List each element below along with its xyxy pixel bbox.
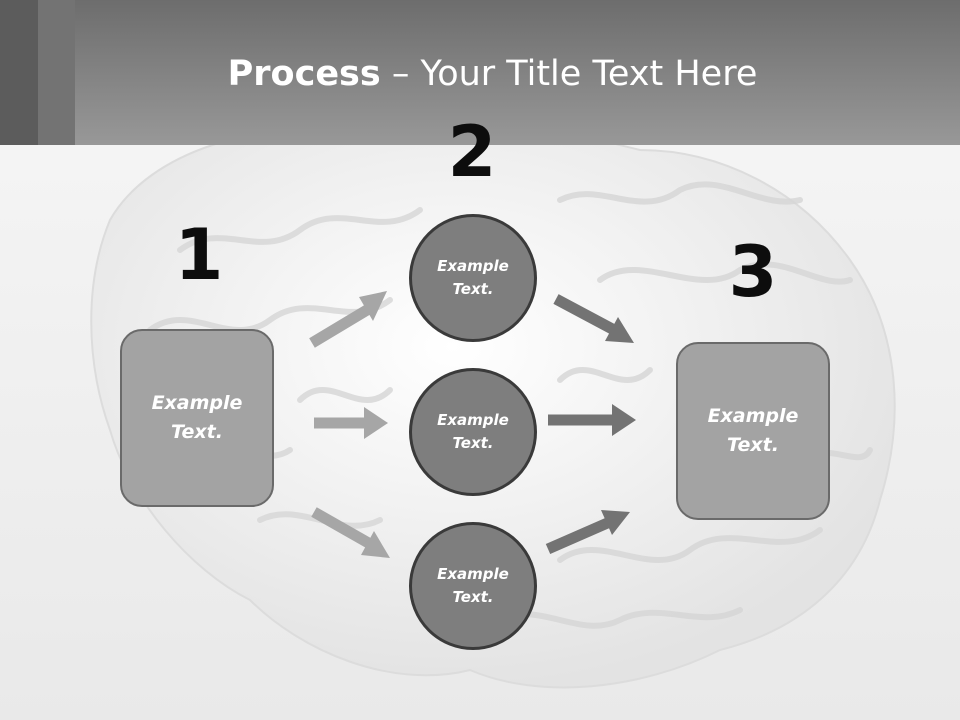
circle-middle-text: Example Text. <box>437 411 509 452</box>
arrow-bottom-to-right <box>545 510 630 555</box>
right-box-text: Example Text. <box>707 405 799 456</box>
arrow-left-to-bottom <box>311 507 390 558</box>
header-bar: Process – Your Title Text Here <box>0 0 960 145</box>
arrow-middle-to-right <box>548 404 636 436</box>
right-process-box: Example Text. <box>676 342 830 520</box>
step-number-3: 3 <box>728 231 778 313</box>
circle-bottom-text: Example Text. <box>437 565 509 606</box>
arrow-left-to-middle <box>314 407 388 439</box>
page-title: Process – Your Title Text Here <box>75 50 910 98</box>
circle-bottom: Example Text. <box>409 522 537 650</box>
left-box-text: Example Text. <box>151 392 243 443</box>
arrow-left-to-top <box>309 291 387 348</box>
arrow-top-to-right <box>553 294 634 343</box>
header-accent-strip-mid <box>38 0 75 145</box>
circle-top-text: Example Text. <box>437 257 509 298</box>
title-rest: – Your Title Text Here <box>380 54 758 94</box>
circle-middle: Example Text. <box>409 368 537 496</box>
step-number-2: 2 <box>447 111 497 193</box>
title-bold: Process <box>227 54 381 94</box>
header-accent-strip-dark <box>0 0 38 145</box>
step-number-1: 1 <box>174 214 224 296</box>
circle-top: Example Text. <box>409 214 537 342</box>
left-process-box: Example Text. <box>120 329 274 507</box>
